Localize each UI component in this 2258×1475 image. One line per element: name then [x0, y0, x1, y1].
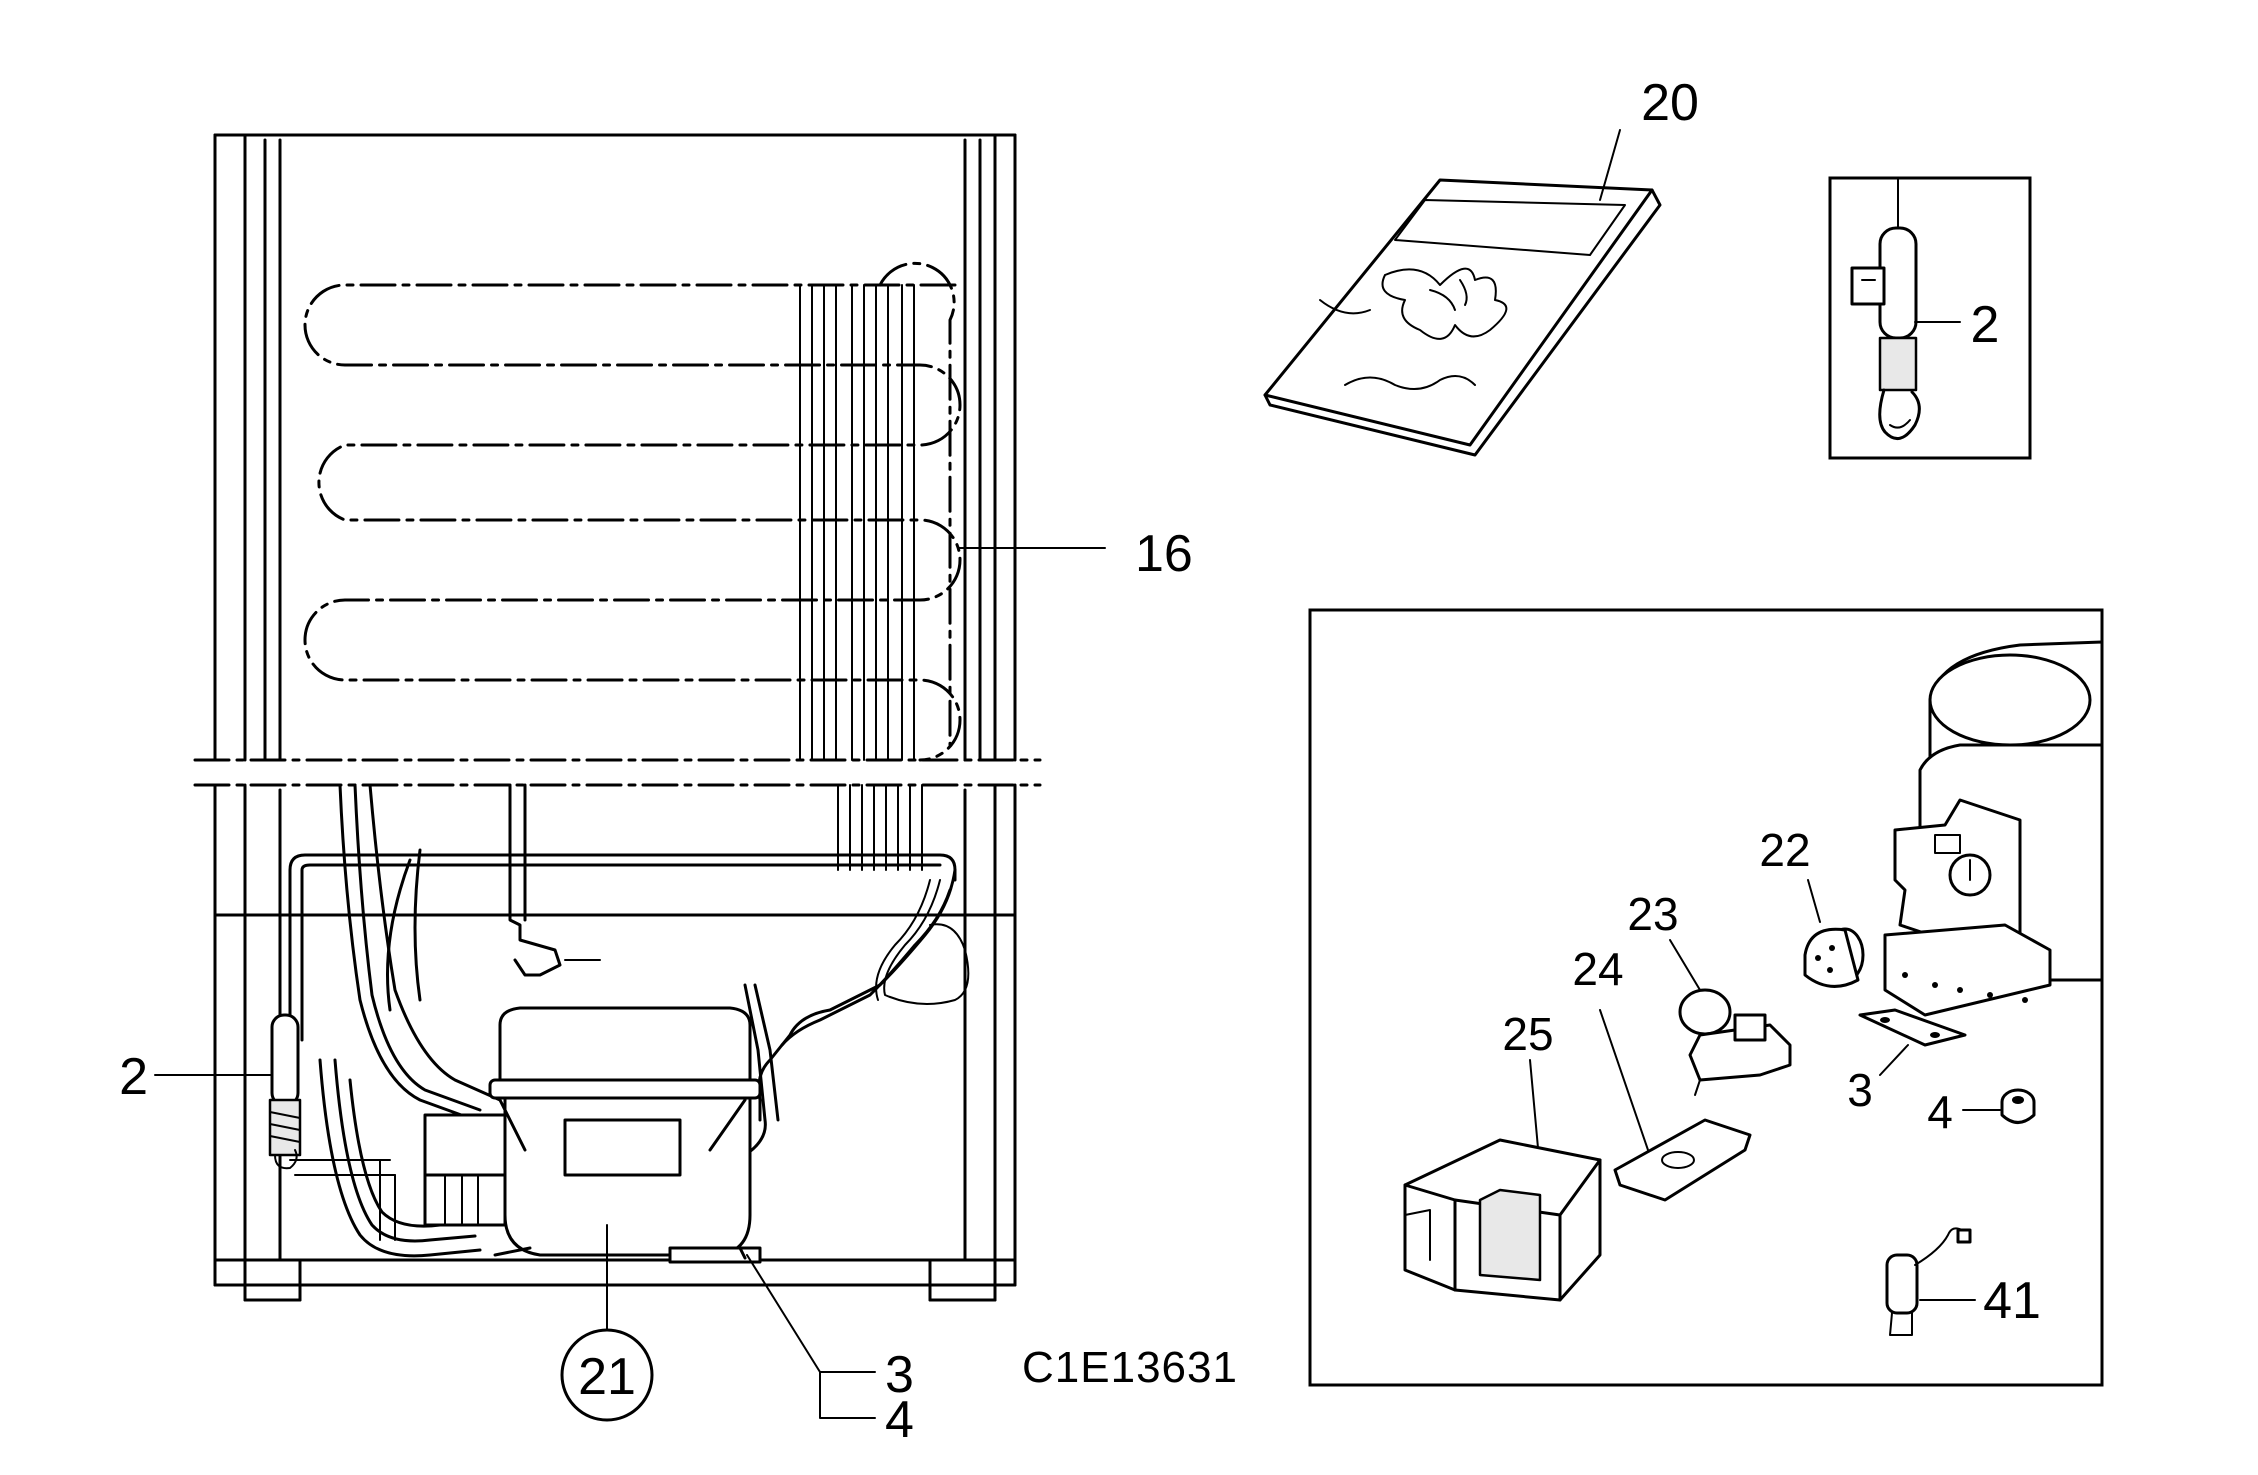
callout-cover-bracket: 24 [1572, 943, 1623, 995]
callout-manual: 20 [1641, 74, 1699, 132]
cabinet-upper [213, 133, 1017, 762]
compressor-parts-box: 22 23 24 25 [1308, 608, 2104, 1387]
callout-overload: 23 [1627, 888, 1678, 940]
callout-thermostat-left: 2 [119, 1048, 148, 1106]
break-lines [193, 758, 1042, 787]
callout-relay: 22 [1759, 824, 1810, 876]
refrigerant-tubing [288, 783, 970, 1258]
overload-part: 23 [1627, 888, 1792, 1096]
capacitor-part: 41 [1885, 1227, 2041, 1336]
thermostat-sensor [268, 1013, 302, 1170]
callout-thermostat-detail: 2 [1971, 296, 2000, 354]
callout-compressor: 21 [578, 1348, 636, 1406]
terminal-cover-part: 25 [1403, 1008, 1602, 1302]
grommet-part: 3 [1847, 1008, 1967, 1116]
callout-terminal-cover: 25 [1502, 1008, 1553, 1060]
callout-clip-left: 4 [885, 1391, 914, 1449]
refrigerator-back-view: 2 16 21 3 4 C1E13631 [119, 133, 1238, 1449]
relay-part: 22 [1759, 824, 1865, 988]
left-leaders [154, 547, 1106, 1419]
callout-condenser: 16 [1135, 525, 1193, 583]
callout-circle-compressor [560, 1328, 654, 1422]
compressor-unit [488, 1006, 762, 1264]
terminal-box [423, 1113, 507, 1227]
clip-part: 4 [1927, 1086, 2036, 1138]
condenser-coil [303, 261, 962, 762]
cover-bracket-part: 24 [1572, 943, 1752, 1202]
diagram-code: C1E13631 [1022, 1343, 1238, 1392]
thermostat-detail-box: 2 [1828, 176, 2032, 460]
owners-manual: 20 [1263, 74, 1699, 457]
callout-grommet-right: 3 [1847, 1064, 1873, 1116]
compressor-shell-detail [1883, 640, 2104, 1017]
cabinet-lower [213, 783, 1017, 1302]
callout-clip-right: 4 [1927, 1086, 1953, 1138]
callout-grommet-left: 3 [885, 1346, 914, 1404]
condenser-vertical-tubes [799, 284, 923, 871]
callout-capacitor: 41 [1983, 1272, 2041, 1330]
